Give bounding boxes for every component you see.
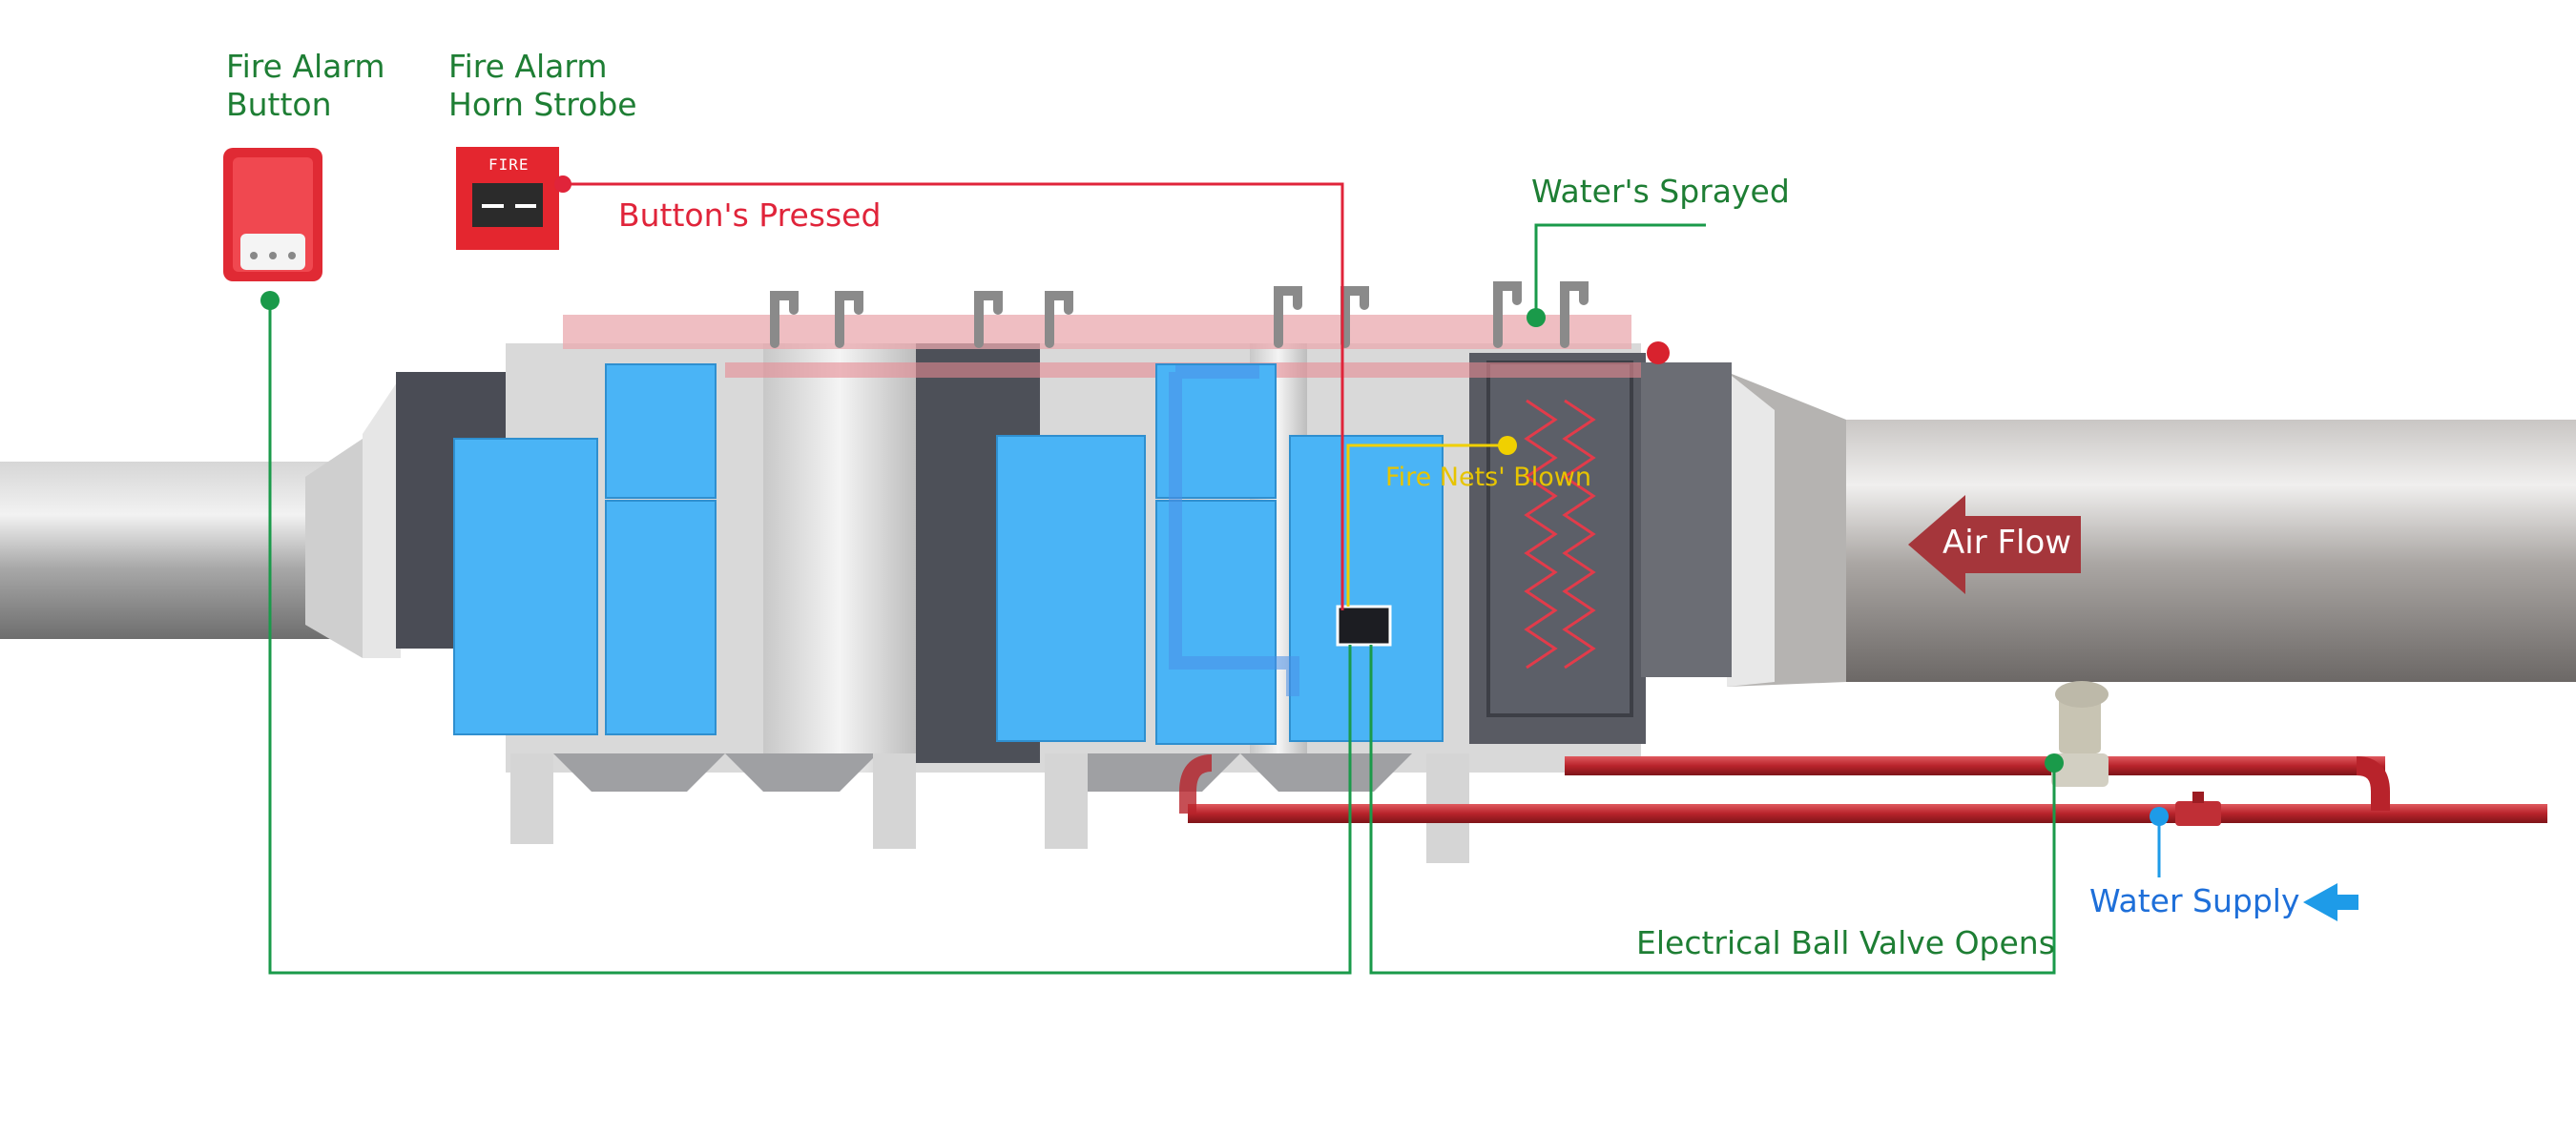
valve-node xyxy=(2045,753,2064,773)
green-signal-lines xyxy=(268,223,2056,975)
horn-strobe-fire-text: FIRE xyxy=(488,155,530,174)
air-flow-label: Air Flow xyxy=(1942,524,2072,562)
left-duct xyxy=(0,377,401,658)
electrical-ball-valve-label: Electrical Ball Valve Opens xyxy=(1636,924,2055,961)
fire-nets-signal-line xyxy=(1346,436,1517,607)
alarm-button-node xyxy=(260,291,280,310)
air-flow-arrow xyxy=(1908,495,2081,594)
water-supply-marker xyxy=(2150,807,2169,877)
water-supply-arrow-icon xyxy=(2303,883,2358,921)
fire-alarm-button-label: Fire Alarm Button xyxy=(226,48,385,123)
waters-sprayed-label: Water's Sprayed xyxy=(1531,173,1790,210)
horn-strobe-icon xyxy=(456,147,559,250)
buttons-pressed-label: Button's Pressed xyxy=(618,196,882,234)
manual-valve-icon xyxy=(2175,792,2221,826)
fire-nets-blown-label: Fire Nets' Blown xyxy=(1385,463,1591,492)
water-supply-label: Water Supply xyxy=(2089,882,2300,919)
right-duct xyxy=(1727,372,2576,687)
spray-nozzles xyxy=(770,281,1589,348)
button-pressed-signal-line xyxy=(554,175,1344,610)
sprayed-node xyxy=(1527,308,1546,327)
fire-alarm-button-icon xyxy=(223,148,322,281)
control-box-icon xyxy=(1336,605,1392,647)
water-pipe-overlay xyxy=(1169,365,1299,696)
horn-strobe-label: Fire Alarm Horn Strobe xyxy=(448,48,637,123)
electric-ball-valve-icon xyxy=(2051,681,2109,787)
